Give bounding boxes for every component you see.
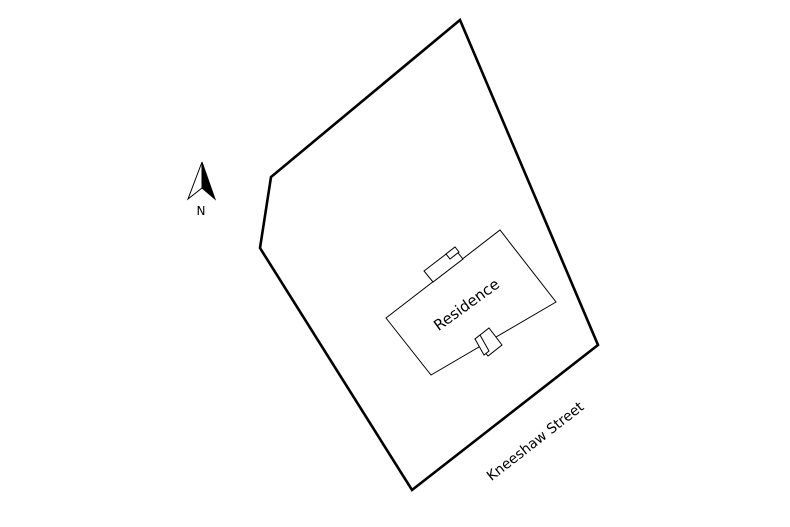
north-label: N — [197, 204, 206, 218]
north-arrow-icon — [186, 161, 217, 201]
street-label: Kneeshaw Street — [484, 399, 588, 485]
residence-building — [385, 229, 557, 376]
property-boundary — [258, 17, 600, 492]
